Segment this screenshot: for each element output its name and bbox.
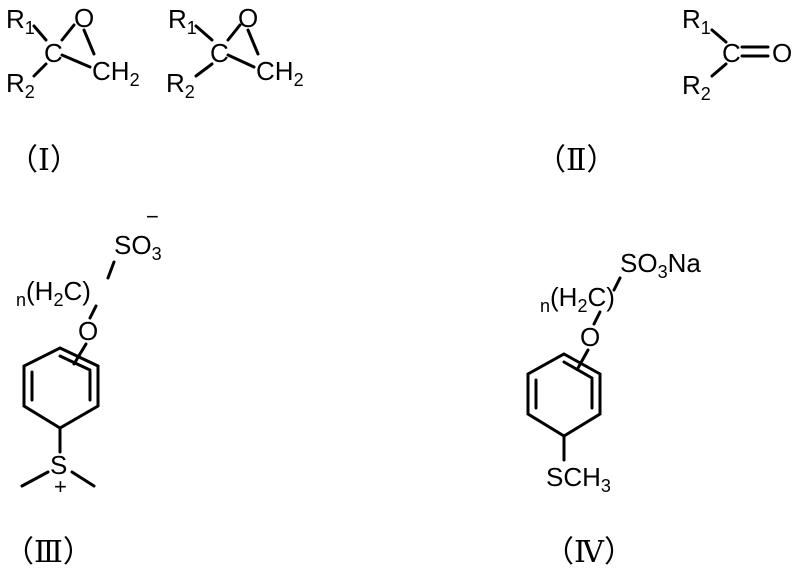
epoxide-1-r2: R2 — [6, 68, 35, 102]
epoxide-2-oxygen: O — [238, 3, 258, 33]
epoxide-1-bond-r1 — [32, 24, 48, 42]
epoxide-2-bond-och2 — [246, 28, 260, 56]
label-II: （Ⅱ） — [536, 143, 616, 178]
epoxide-1-oxygen: O — [74, 3, 94, 33]
epoxide-1-ch2: CH2 — [92, 56, 140, 90]
IV-ring-double-3 — [562, 360, 594, 380]
epoxide-2-r1: R1 — [168, 4, 197, 38]
epoxide-2-bond-r1 — [194, 24, 214, 42]
epoxide-1-bond-och2 — [82, 28, 96, 56]
III-bond-chain-so3 — [106, 260, 116, 280]
III-ether-oxygen: O — [78, 316, 98, 346]
structure-III: SO3 − n(H2C) O S + （Ⅲ） — [4, 204, 162, 570]
IV-chain: n(H2C) — [540, 282, 615, 316]
III-bond-o-ring — [72, 342, 88, 366]
IV-sulfonate: SO3Na — [620, 248, 701, 282]
III-methyl-left — [20, 470, 50, 488]
structure-II: R1 R2 C O （Ⅱ） — [536, 4, 792, 178]
III-ring-double-3 — [58, 354, 92, 372]
IV-bond-o-ring — [576, 348, 590, 370]
ketone-carbon: C — [722, 38, 741, 68]
ketone-r1: R1 — [682, 4, 711, 38]
ketone-bond-r2 — [710, 62, 728, 78]
structure-IV: SO3Na n(H2C) O SCH3 （Ⅳ） — [526, 248, 701, 570]
label-I: （Ⅰ） — [8, 143, 80, 178]
III-methyl-right — [70, 470, 96, 488]
III-sulfur: S — [50, 450, 67, 480]
epoxide-2-bond-co — [226, 23, 242, 42]
label-III: （Ⅲ） — [4, 535, 93, 570]
epoxide-2-bond-r2 — [194, 62, 214, 78]
III-sulfonate: SO3 — [114, 230, 162, 264]
ketone-r2: R2 — [682, 70, 711, 104]
epoxide-1-r1: R1 — [6, 4, 35, 38]
epoxide-2-carbon: C — [210, 38, 229, 68]
III-benzene-ring — [22, 346, 100, 430]
III-plus-charge: + — [54, 474, 67, 499]
epoxide-2-r2: R2 — [166, 68, 195, 102]
III-chain: n(H2C) — [16, 276, 91, 310]
epoxide-1-bond-cch2 — [60, 53, 92, 69]
epoxide-2-bond-cch2 — [226, 53, 256, 69]
IV-benzene-ring — [526, 352, 602, 438]
label-IV: （Ⅳ） — [544, 535, 634, 570]
IV-ether-oxygen: O — [580, 322, 600, 352]
epoxide-1-carbon: C — [44, 38, 63, 68]
III-minus-charge: − — [146, 204, 159, 229]
structure-I: R1 R2 C O CH2 R1 R2 C O CH2 （Ⅰ） — [6, 3, 304, 178]
epoxide-2-ch2: CH2 — [256, 56, 304, 90]
ketone-bond-r1 — [710, 28, 728, 44]
III-bond-chain-o — [88, 304, 98, 320]
ketone-oxygen: O — [772, 38, 792, 68]
epoxide-1: R1 R2 C O CH2 — [6, 3, 140, 102]
IV-bond-chain-o — [592, 310, 602, 326]
epoxide-1-bond-co — [60, 23, 76, 42]
IV-methylthio: SCH3 — [546, 462, 611, 496]
epoxide-2: R1 R2 C O CH2 — [166, 3, 304, 102]
epoxide-1-bond-r2 — [32, 62, 48, 78]
IV-bond-chain-so3 — [612, 276, 622, 292]
